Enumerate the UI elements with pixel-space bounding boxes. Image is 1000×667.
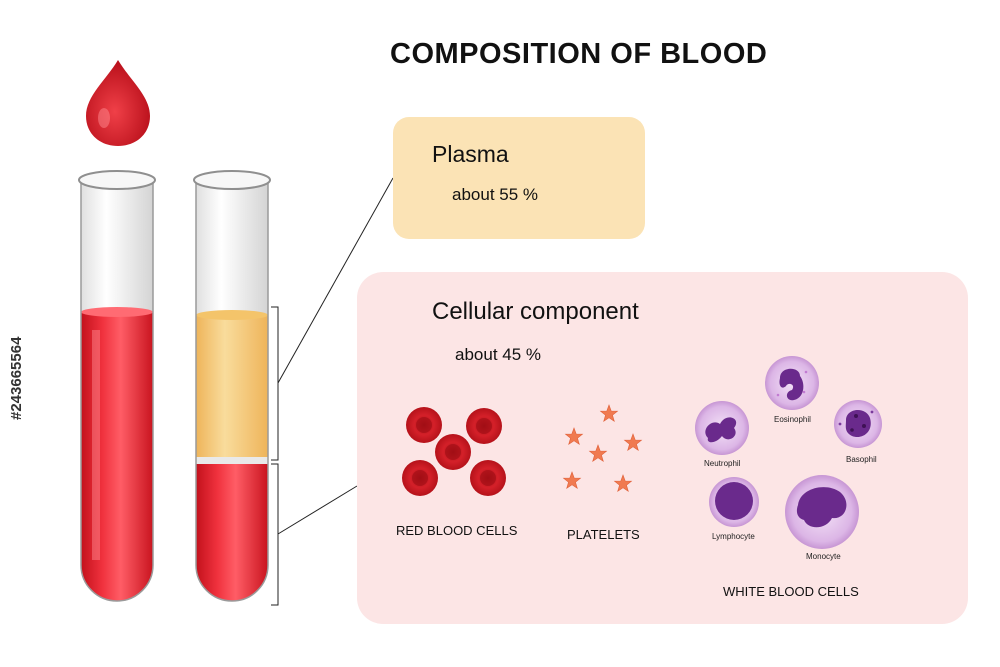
plasma-label: Plasma [432,141,509,167]
tube-whole-blood [78,170,156,602]
lymphocyte-label: Lymphocyte [712,532,755,541]
basophil-icon [834,400,882,448]
eosinophil-icon [765,356,819,410]
eosinophil-label: Eosinophil [774,415,811,424]
cellular-bracket [271,463,358,606]
lymphocyte-icon [709,477,759,527]
platelets-icon [562,404,643,493]
neutrophil-label: Neutrophil [704,459,741,468]
plasma-percentage: about 55 % [452,185,539,204]
cellular-label: Cellular component [432,298,639,325]
red-blood-cells-label: RED BLOOD CELLS [396,523,518,538]
plasma-panel [393,117,645,239]
tube-separated [193,170,271,602]
page-title: COMPOSITION OF BLOOD [390,38,768,70]
white-blood-cells-label: WHITE BLOOD CELLS [723,584,859,599]
red-blood-cells-icon [402,407,506,496]
neutrophil-icon [695,401,749,455]
plasma-bracket [271,177,394,461]
monocyte-label: Monocyte [806,552,841,561]
monocyte-icon [785,475,859,549]
basophil-label: Basophil [846,455,877,464]
stock-id-watermark: #243665564 [8,336,25,420]
platelets-label: PLATELETS [567,527,640,542]
cellular-percentage: about 45 % [455,345,542,364]
